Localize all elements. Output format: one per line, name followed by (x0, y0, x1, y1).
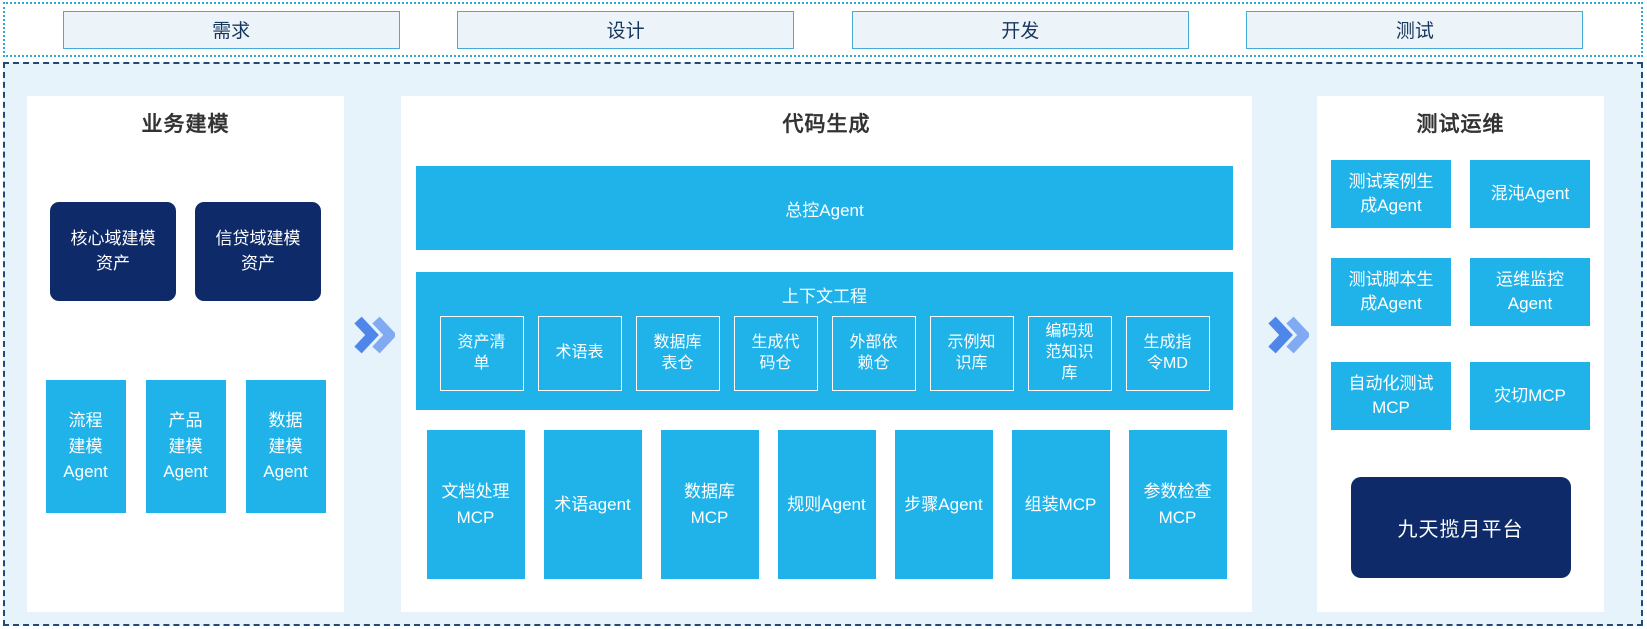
external-dependency-repo-box: 外部依 赖仓 (831, 316, 916, 391)
tool-agent-row: 文档处理 MCP 术语agent 数据库 MCP 规则Agent 步骤Agent… (401, 430, 1252, 579)
core-domain-asset-box: 核心域建模 资产 (50, 202, 176, 301)
context-engineering-block: 上下文工程 资产清 单 术语表 数据库 表仓 生成代 码仓 外部依 赖仓 示例知… (416, 272, 1233, 410)
pipeline-container: 业务建模 核心域建模 资产 信贷域建模 资产 流程 建模 Agent 产品 建模… (3, 62, 1643, 626)
business-modeling-title: 业务建模 (141, 113, 230, 136)
business-modeling-panel: 业务建模 核心域建模 资产 信贷域建模 资产 流程 建模 Agent 产品 建模… (27, 96, 344, 612)
phase-design: 设计 (457, 10, 795, 49)
asset-list-box: 资产清 单 (439, 316, 524, 391)
modeling-asset-row: 核心域建模 资产 信贷域建模 资产 (27, 202, 344, 301)
test-script-gen-agent-box: 测试脚本生 成Agent (1331, 258, 1451, 326)
context-engineering-title: 上下文工程 (782, 287, 867, 306)
terminology-agent-box: 术语agent (543, 430, 642, 579)
code-generation-title: 代码生成 (782, 113, 871, 136)
chevron-right-icon (1267, 316, 1311, 354)
coding-standard-knowledge-base-box: 编码规 范知识 库 (1027, 316, 1112, 391)
process-modeling-agent-box: 流程 建模 Agent (45, 380, 126, 513)
test-ops-title: 测试运维 (1416, 113, 1505, 136)
master-agent-bar: 总控Agent (416, 166, 1233, 250)
database-mcp-box: 数据库 MCP (660, 430, 759, 579)
rule-agent-box: 规则Agent (777, 430, 876, 579)
phase-development: 开发 (851, 10, 1189, 49)
product-modeling-agent-box: 产品 建模 Agent (145, 380, 226, 513)
test-ops-row-1: 测试案例生 成Agent 混沌Agent (1317, 160, 1604, 228)
glossary-box: 术语表 (537, 316, 622, 391)
doc-processing-mcp-box: 文档处理 MCP (426, 430, 525, 579)
credit-domain-asset-box: 信贷域建模 资产 (195, 202, 321, 301)
chaos-agent-box: 混沌Agent (1470, 160, 1590, 228)
assembly-mcp-box: 组装MCP (1011, 430, 1110, 579)
generation-instruction-md-box: 生成指 令MD (1125, 316, 1210, 391)
auto-test-mcp-box: 自动化测试 MCP (1331, 362, 1451, 430)
test-ops-panel: 测试运维 测试案例生 成Agent 混沌Agent 测试脚本生 成Agent 运… (1317, 96, 1604, 612)
param-check-mcp-box: 参数检查 MCP (1128, 430, 1227, 579)
example-knowledge-base-box: 示例知 识库 (929, 316, 1014, 391)
db-table-repo-box: 数据库 表仓 (635, 316, 720, 391)
test-case-gen-agent-box: 测试案例生 成Agent (1331, 160, 1451, 228)
phase-bar: 需求 设计 开发 测试 (3, 2, 1643, 57)
phase-testing: 测试 (1246, 10, 1584, 49)
data-modeling-agent-box: 数据 建模 Agent (245, 380, 326, 513)
step-agent-box: 步骤Agent (894, 430, 993, 579)
chevron-right-icon (353, 316, 397, 354)
generated-code-repo-box: 生成代 码仓 (733, 316, 818, 391)
ops-monitor-agent-box: 运维监控 Agent (1470, 258, 1590, 326)
context-item-row: 资产清 单 术语表 数据库 表仓 生成代 码仓 外部依 赖仓 示例知 识库 编码… (416, 316, 1233, 391)
disaster-switch-mcp-box: 灾切MCP (1470, 362, 1590, 430)
phase-requirements: 需求 (62, 10, 400, 49)
modeling-agent-row: 流程 建模 Agent 产品 建模 Agent 数据 建模 Agent (27, 380, 344, 513)
code-generation-panel: 代码生成 总控Agent 上下文工程 资产清 单 术语表 数据库 表仓 生成代 … (401, 96, 1252, 612)
jiutian-platform-box: 九天揽月平台 (1350, 477, 1571, 578)
test-ops-row-3: 自动化测试 MCP 灾切MCP (1317, 362, 1604, 430)
test-ops-row-2: 测试脚本生 成Agent 运维监控 Agent (1317, 258, 1604, 326)
